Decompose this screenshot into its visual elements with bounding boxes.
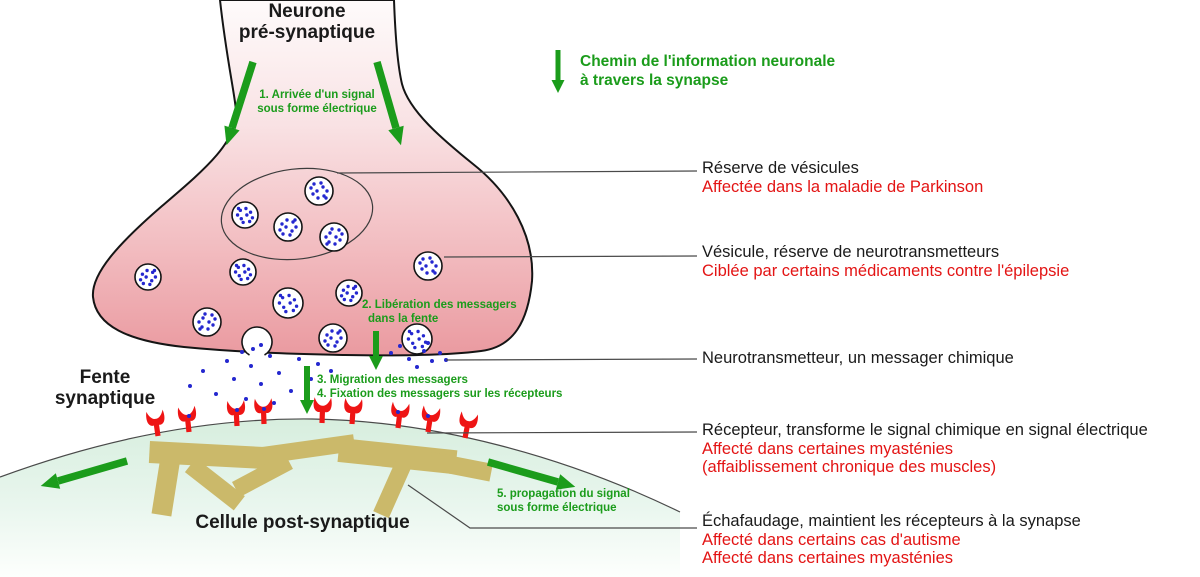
vesicle: [272, 287, 304, 319]
vesicle: [273, 212, 303, 242]
annotation-scaffold: Échafaudage, maintient les récepteurs à …: [702, 512, 1081, 567]
annotation-neurotransmitter: Neurotransmetteur, un messager chimique: [702, 349, 1014, 367]
vesicle: [318, 323, 348, 353]
vesicle: [401, 323, 433, 355]
presynaptic-neuron-label: Neurone pré-synaptique: [238, 1, 376, 43]
leader-lines: [336, 170, 698, 529]
step5-label: 5. propagation du signal sous forme élec…: [497, 488, 630, 514]
vesicle-group: [134, 176, 443, 355]
annotation-vesicle: Vésicule, réserve de neurotransmetteurs …: [702, 243, 1070, 280]
synaptic-cleft-label: Fente synaptique: [54, 367, 156, 409]
vesicle: [319, 222, 349, 252]
annotation-receptor: Récepteur, transforme le signal chimique…: [702, 421, 1148, 476]
left-arrow-icon: [56, 457, 129, 485]
vesicle-reserve-outline: [220, 167, 374, 261]
annotation-vesicle-reserve: Réserve de vésicules Affectée dans la ma…: [702, 159, 984, 196]
right-arrow-icon: [486, 458, 560, 486]
vesicle: [304, 176, 334, 206]
information-path-heading: Chemin de l'information neuronale à trav…: [580, 53, 836, 89]
down-arrow-icon: [228, 60, 257, 130]
vesicle: [413, 251, 443, 281]
vesicle: [192, 307, 222, 337]
fusing-vesicle: [241, 326, 273, 357]
step1-label: 1. Arrivée d'un signal sous forme électr…: [257, 89, 377, 115]
scaffold: [148, 434, 493, 519]
down-arrow-icon: [373, 60, 400, 130]
step2-label: 2. Libération des messagers dans la fent…: [362, 299, 517, 325]
signal-arrows: [40, 50, 576, 490]
step3-step4-label: 3. Migration des messagers 4. Fixation d…: [317, 374, 563, 400]
postsynaptic-membrane: [0, 418, 681, 513]
postsynaptic-cell-label: Cellule post-synaptique: [195, 512, 410, 533]
neurotransmitter-dots: [187, 341, 448, 418]
